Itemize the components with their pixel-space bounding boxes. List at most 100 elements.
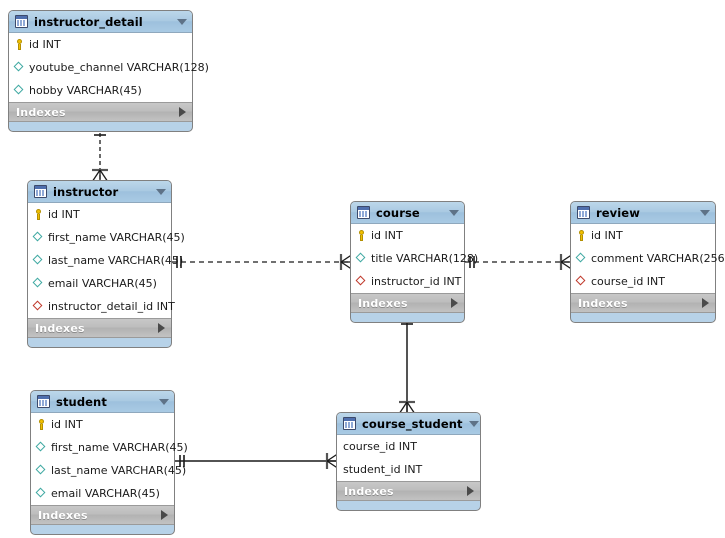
column-icon (356, 253, 367, 264)
table-columns-instructor: id INT first_name VARCHAR(45) last_name VA… (28, 203, 185, 319)
chevron-right-icon[interactable] (179, 107, 186, 117)
column-icon (576, 253, 587, 264)
column-row[interactable]: student_id INT (337, 458, 480, 481)
indexes-section-student[interactable]: Indexes (31, 506, 174, 525)
column-row[interactable]: first_name VARCHAR(45) (28, 226, 185, 249)
column-icon (14, 62, 25, 73)
table-shell: course_student course_id INT student_id IN… (336, 412, 481, 511)
table-columns-course: id INT title VARCHAR(128) instructor_id IN… (351, 224, 478, 294)
table-name: course_student (362, 416, 463, 431)
primary-key-icon (36, 419, 47, 430)
chevron-down-icon[interactable] (177, 18, 187, 25)
table-node-course_student[interactable]: course_student course_id INT student_id IN… (336, 412, 481, 511)
column-row[interactable]: id INT (31, 413, 174, 436)
column-row[interactable]: email VARCHAR(45) (31, 482, 174, 505)
relationship-student-course_student (175, 452, 340, 470)
column-label: instructor_detail_id INT (48, 300, 175, 313)
column-row[interactable]: instructor_detail_id INT (28, 295, 175, 318)
column-row[interactable]: first_name VARCHAR(45) (31, 436, 188, 459)
chevron-right-icon[interactable] (451, 298, 458, 308)
indexes-section-course[interactable]: Indexes (351, 294, 464, 313)
table-node-review[interactable]: review id INT comment VARCHAR(256) course_i… (570, 201, 725, 323)
column-label: id INT (51, 418, 83, 431)
primary-key-icon (576, 230, 587, 241)
table-node-student[interactable]: student id INT first_name VARCHAR(45) last_… (30, 390, 188, 535)
foreign-key-icon (33, 301, 44, 312)
primary-key-icon (356, 230, 367, 241)
table-columns-instructor_detail: id INT youtube_channel VARCHAR(128) hobby … (9, 33, 209, 103)
column-label: comment VARCHAR(256) (591, 252, 725, 265)
table-shell: instructor id INT first_name VARCHAR(45) la… (27, 180, 185, 348)
table-columns-course_student: course_id INT student_id INT (337, 435, 480, 482)
column-row[interactable]: title VARCHAR(128) (351, 247, 478, 270)
table-header-course[interactable]: course (351, 202, 464, 224)
column-row[interactable]: id INT (351, 224, 464, 247)
chevron-down-icon[interactable] (156, 188, 166, 195)
table-header-review[interactable]: review (571, 202, 715, 224)
column-row[interactable]: hobby VARCHAR(45) (9, 79, 192, 102)
column-label: course_id INT (343, 440, 417, 453)
table-header-instructor_detail[interactable]: instructor_detail (9, 11, 192, 33)
table-header-student[interactable]: student (31, 391, 174, 413)
chevron-down-icon[interactable] (700, 209, 710, 216)
chevron-right-icon[interactable] (467, 486, 474, 496)
table-name: course (376, 205, 420, 220)
table-node-course[interactable]: course id INT title VARCHAR(128) instructor… (350, 201, 478, 323)
table-shell: course id INT title VARCHAR(128) instructor… (350, 201, 478, 323)
chevron-down-icon[interactable] (468, 420, 479, 427)
chevron-right-icon[interactable] (158, 323, 165, 333)
column-row[interactable]: last_name VARCHAR(45) (28, 249, 183, 272)
column-label: first_name VARCHAR(45) (51, 441, 188, 454)
table-header-course_student[interactable]: course_student (337, 413, 480, 435)
indexes-label: Indexes (358, 296, 408, 310)
column-label: student_id INT (343, 463, 423, 476)
table-name: review (596, 205, 640, 220)
column-label: instructor_id INT (371, 275, 462, 288)
column-icon (33, 232, 44, 243)
column-row[interactable]: last_name VARCHAR(45) (31, 459, 186, 482)
column-row[interactable]: course_id INT (571, 270, 715, 293)
column-row[interactable]: course_id INT (337, 435, 480, 458)
foreign-key-icon (356, 276, 367, 287)
column-label: id INT (29, 38, 61, 51)
column-row[interactable]: id INT (28, 203, 171, 226)
primary-key-icon (33, 209, 44, 220)
primary-key-icon (14, 39, 25, 50)
column-label: first_name VARCHAR(45) (48, 231, 185, 244)
indexes-section-course_student[interactable]: Indexes (337, 482, 480, 501)
table-icon (577, 206, 590, 219)
column-row[interactable]: id INT (571, 224, 715, 247)
table-icon (343, 417, 356, 430)
table-icon (34, 185, 47, 198)
table-icon (15, 15, 28, 28)
table-icon (37, 395, 50, 408)
column-label: id INT (591, 229, 623, 242)
relationship-course-course_student (398, 314, 416, 415)
column-row[interactable]: youtube_channel VARCHAR(128) (9, 56, 209, 79)
column-label: id INT (48, 208, 80, 221)
indexes-section-instructor_detail[interactable]: Indexes (9, 103, 192, 122)
chevron-right-icon[interactable] (702, 298, 709, 308)
chevron-down-icon[interactable] (159, 398, 169, 405)
chevron-right-icon[interactable] (161, 510, 168, 520)
column-row[interactable]: email VARCHAR(45) (28, 272, 171, 295)
table-name: student (56, 394, 107, 409)
column-row[interactable]: id INT (9, 33, 192, 56)
column-row[interactable]: comment VARCHAR(256) (571, 247, 725, 270)
column-icon (36, 442, 47, 453)
column-label: youtube_channel VARCHAR(128) (29, 61, 209, 74)
column-label: id INT (371, 229, 403, 242)
column-icon (36, 465, 47, 476)
column-row[interactable]: instructor_id INT (351, 270, 464, 293)
chevron-down-icon[interactable] (449, 209, 459, 216)
table-header-instructor[interactable]: instructor (28, 181, 171, 203)
table-name: instructor_detail (34, 14, 143, 29)
indexes-section-instructor[interactable]: Indexes (28, 319, 171, 338)
table-node-instructor[interactable]: instructor id INT first_name VARCHAR(45) la… (27, 180, 185, 348)
column-label: email VARCHAR(45) (48, 277, 157, 290)
indexes-label: Indexes (35, 321, 85, 335)
indexes-section-review[interactable]: Indexes (571, 294, 715, 313)
